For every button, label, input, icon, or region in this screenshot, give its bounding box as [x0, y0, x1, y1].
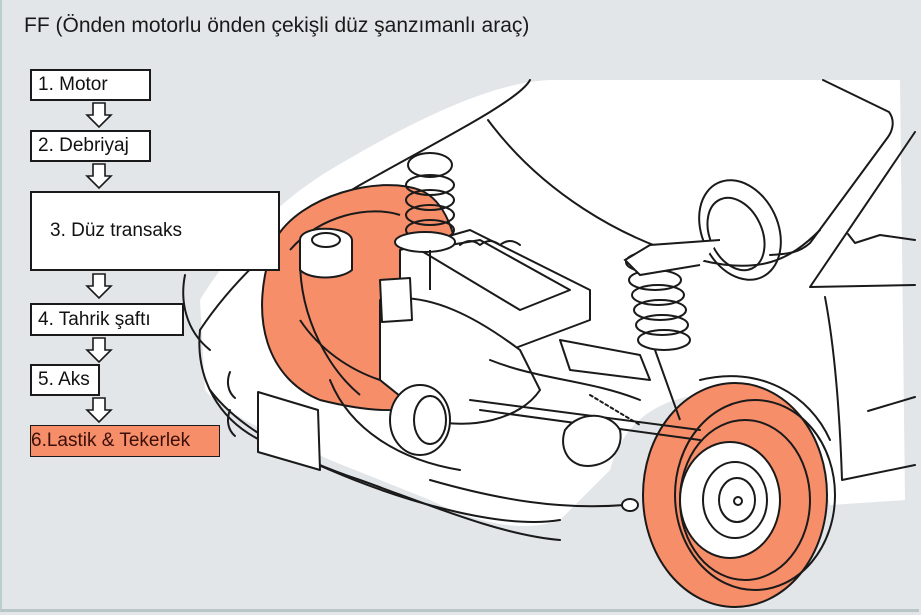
flow-step-debriyaj: 2. Debriyaj	[30, 130, 151, 162]
diagram-title: FF (Önden motorlu önden çekişli düz şanz…	[24, 14, 530, 37]
flow-step-lastik-tekerlek: 6.Lastik & Tekerlek	[30, 425, 220, 457]
wheel-arch	[699, 375, 831, 441]
step-label: 2. Debriyaj	[38, 135, 129, 156]
step-label: 6.Lastik & Tekerlek	[31, 430, 191, 451]
exhaust	[489, 359, 641, 401]
radiator-hose	[329, 379, 461, 471]
down-arrow-icon	[85, 337, 113, 364]
bumper-top	[198, 329, 561, 523]
flow-step-motor: 1. Motor	[30, 69, 151, 101]
valve-cover	[419, 239, 571, 311]
step-label: 1. Motor	[38, 74, 108, 95]
cv-joint	[562, 414, 622, 467]
mirror	[847, 233, 916, 244]
license-plate	[257, 391, 321, 471]
fender-line	[824, 296, 916, 481]
alternator	[389, 384, 451, 456]
bumper-curve	[182, 274, 211, 351]
left-strut	[394, 152, 456, 290]
step-label: 5. Aks	[38, 369, 90, 390]
steering-rack	[559, 339, 651, 381]
down-arrow-icon	[85, 163, 113, 190]
flow-step-duz-transaks: 3. Düz transaks	[30, 191, 280, 271]
grille-left	[226, 371, 236, 399]
bumper-bottom	[209, 389, 561, 541]
windshield-frame	[769, 79, 894, 256]
hood-line	[199, 79, 531, 331]
steering-wheel	[623, 179, 782, 281]
pulley	[413, 395, 447, 445]
cover-bumps	[459, 240, 521, 246]
down-arrow-icon	[85, 397, 113, 424]
boot	[589, 394, 641, 426]
grille-left-2	[226, 409, 236, 437]
flow-step-tahrik-safti: 4. Tahrik şaftı	[30, 303, 184, 336]
step-label: 4. Tahrik şaftı	[38, 308, 151, 330]
flow-step-aks: 5. Aks	[30, 364, 100, 396]
step-label: 3. Düz transaks	[50, 220, 182, 241]
down-arrow-icon	[85, 273, 113, 300]
down-arrow-icon	[85, 102, 113, 129]
tie-rod	[429, 479, 626, 508]
oil-filler	[379, 277, 413, 323]
side-line	[867, 396, 916, 412]
a-pillar	[809, 131, 916, 288]
